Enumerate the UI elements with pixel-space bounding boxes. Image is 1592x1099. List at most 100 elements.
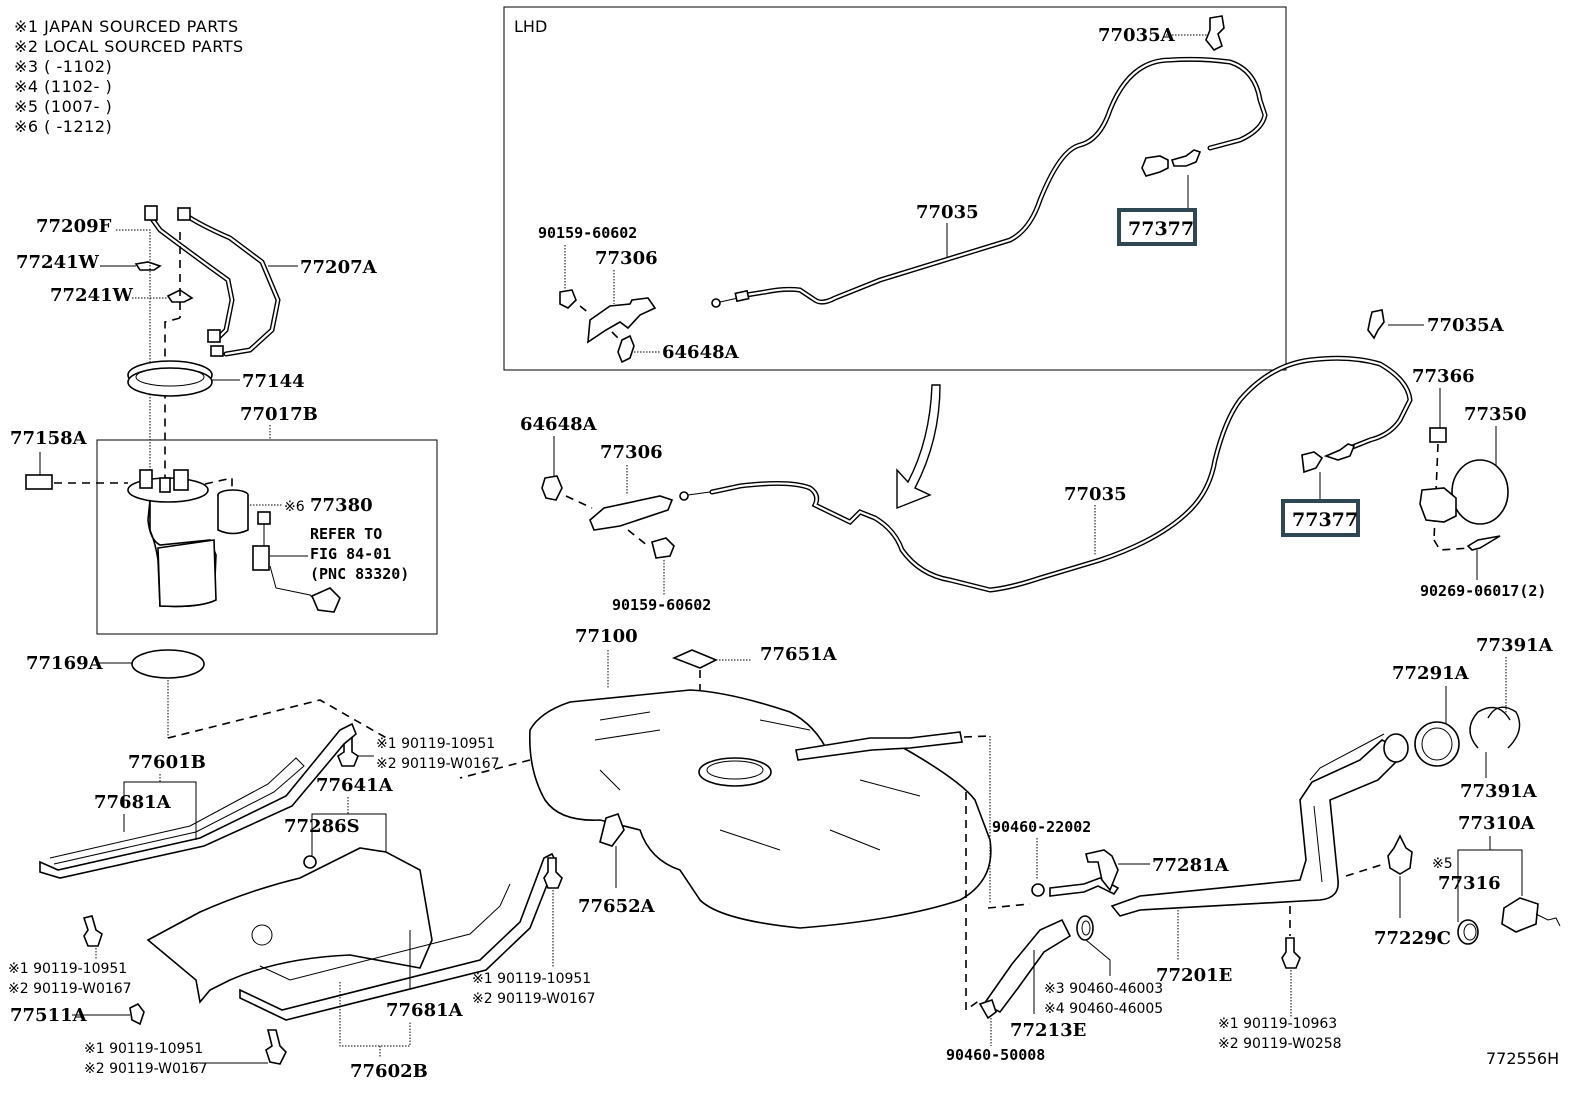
label-77310A: 77310A	[1458, 813, 1536, 834]
bolt-c[interactable]	[265, 1029, 287, 1065]
label-77316: 77316	[1438, 873, 1501, 894]
label-77281A: 77281A	[1152, 855, 1230, 876]
note-1: ※1 JAPAN SOURCED PARTS	[14, 17, 239, 36]
inlet-hose-77213E[interactable]	[982, 918, 1072, 1014]
inset-part-77377[interactable]	[1141, 155, 1169, 177]
label-77213E: 77213E	[1010, 1020, 1086, 1041]
seal-77291A[interactable]	[1414, 721, 1460, 767]
cable-77035[interactable]	[709, 355, 1413, 593]
bolt-a[interactable]	[337, 737, 359, 767]
fuel-cap-77310A[interactable]	[1501, 897, 1561, 933]
filter-77380[interactable]	[217, 489, 249, 535]
label-77229C: 77229C	[1374, 928, 1451, 949]
pump-module-group: 77209F 77241W 77241W 77207A 77144 7	[10, 205, 438, 741]
bolt-b-japan: ※1 90119-10951	[8, 961, 127, 977]
label-90269-06017: 90269-06017(2)	[1420, 582, 1546, 600]
grommet-77286S[interactable]	[303, 855, 317, 869]
clip-77035A[interactable]	[1367, 309, 1385, 340]
bolt-c-local: ※2 90119-W0167	[84, 1061, 208, 1077]
valve-77158A[interactable]	[25, 474, 53, 490]
bolt-d[interactable]	[543, 857, 563, 889]
lid-hinge[interactable]	[1419, 487, 1457, 523]
bolt-b[interactable]	[82, 915, 103, 947]
label-77391A-b: 77391A	[1460, 781, 1538, 802]
inset-label-64648A: 64648A	[662, 342, 740, 363]
breather-hose[interactable]	[1049, 877, 1120, 897]
note-3: ※3 ( -1102)	[14, 57, 112, 76]
label-77100: 77100	[575, 626, 638, 647]
fuel-pump-assembly[interactable]	[127, 469, 217, 608]
label-77201E: 77201E	[1156, 965, 1232, 986]
label-90460-22002: 90460-22002	[992, 818, 1091, 836]
notes-legend: ※1 JAPAN SOURCED PARTS ※2 LOCAL SOURCED …	[14, 17, 244, 136]
part-77377[interactable]	[1301, 451, 1324, 474]
label-77602B: 77602B	[350, 1061, 428, 1082]
clip-77511A[interactable]	[129, 1002, 145, 1026]
label-77652A: 77652A	[578, 896, 656, 917]
pad-77651A[interactable]	[671, 649, 718, 669]
label-64648A: 64648A	[520, 414, 598, 435]
label-refer-pnc[interactable]: (PNC 83320)	[310, 565, 409, 583]
label-77391A-a: 77391A	[1476, 635, 1554, 656]
inset-label-77035: 77035	[916, 202, 979, 223]
label-77350: 77350	[1464, 404, 1527, 425]
bracket-77281A[interactable]	[1085, 849, 1119, 892]
inset-lever-77306[interactable]	[587, 297, 657, 344]
note-2: ※2 LOCAL SOURCED PARTS	[14, 37, 244, 56]
gasket-77169A[interactable]	[131, 649, 205, 679]
fuel-tank-77100[interactable]	[528, 689, 992, 929]
clamp-local: ※4 90460-46005	[1044, 1001, 1163, 1017]
clip-77229C[interactable]	[1387, 834, 1413, 875]
label-77601B: 77601B	[128, 752, 206, 773]
hose-clamp-90460-46003[interactable]	[1076, 915, 1094, 941]
label-77241W-b: 77241W	[50, 285, 134, 306]
clamp-90460-22002[interactable]	[1031, 883, 1045, 897]
inset-clip-77035A[interactable]	[1205, 15, 1225, 52]
inset-bolt-90159[interactable]	[559, 289, 577, 309]
part-77366[interactable]	[1429, 427, 1447, 443]
fuel-sender-gauge[interactable]	[252, 511, 341, 613]
label-77380-note: ※6	[284, 499, 305, 515]
note-5: ※5 (1007- )	[14, 97, 112, 116]
inset-frame	[503, 6, 1287, 371]
filler-pipe-77201E[interactable]	[1110, 739, 1408, 917]
inset-clip-64648A[interactable]	[617, 334, 635, 364]
bolt-e[interactable]	[1281, 937, 1301, 969]
clip-64648A[interactable]	[541, 475, 563, 501]
label-77286S: 77286S	[284, 816, 360, 837]
screw-90269-06017[interactable]	[1466, 535, 1501, 551]
label-refer-to: REFER TO	[310, 525, 382, 543]
lock-ring-77144[interactable]	[127, 360, 213, 397]
pad-77652A[interactable]	[599, 812, 625, 847]
label-77207A: 77207A	[300, 257, 378, 278]
highlight-77377[interactable]	[1281, 499, 1360, 537]
label-77377: 77377	[1292, 509, 1358, 531]
clip-77241W-a[interactable]	[134, 261, 162, 271]
clamp-90460-50008[interactable]	[978, 998, 997, 1020]
fuel-lid-77350[interactable]	[1451, 459, 1509, 525]
figure-id: 772556H	[1486, 1049, 1559, 1068]
label-77035: 77035	[1064, 484, 1127, 505]
fuel-tank-group: 77100 77651A 77652A ※1 90119-10951 ※2 90…	[8, 626, 992, 1082]
clamp-77391A[interactable]	[1469, 706, 1521, 749]
inset-highlight-77377[interactable]	[1117, 208, 1197, 246]
label-77681A-a: 77681A	[94, 792, 172, 813]
bolt-b-local: ※2 90119-W0167	[8, 981, 132, 997]
gasket-77316[interactable]	[1457, 919, 1479, 945]
label-refer-fig: FIG 84-01	[310, 545, 391, 563]
protector-77641A[interactable]	[146, 847, 433, 1004]
label-77306: 77306	[600, 442, 663, 463]
lhd-inset: LHD 77035A 77377 77035 90159-60602 77306	[503, 6, 1287, 371]
inset-label-77035A: 77035A	[1098, 25, 1176, 46]
inset-label-77306: 77306	[595, 248, 658, 269]
label-77651A: 77651A	[760, 644, 838, 665]
bolt-d-local: ※2 90119-W0167	[472, 991, 596, 1007]
bolt-c-japan: ※1 90119-10951	[84, 1041, 203, 1057]
lever-77306[interactable]	[589, 495, 674, 531]
strap-77601B[interactable]	[39, 722, 357, 879]
note-6: ※6 ( -1212)	[14, 117, 112, 136]
bolt-90159-60602[interactable]	[651, 537, 675, 559]
label-77380: 77380	[310, 495, 373, 516]
inset-cable-77035[interactable]	[737, 56, 1268, 305]
label-90159-60602: 90159-60602	[612, 596, 711, 614]
